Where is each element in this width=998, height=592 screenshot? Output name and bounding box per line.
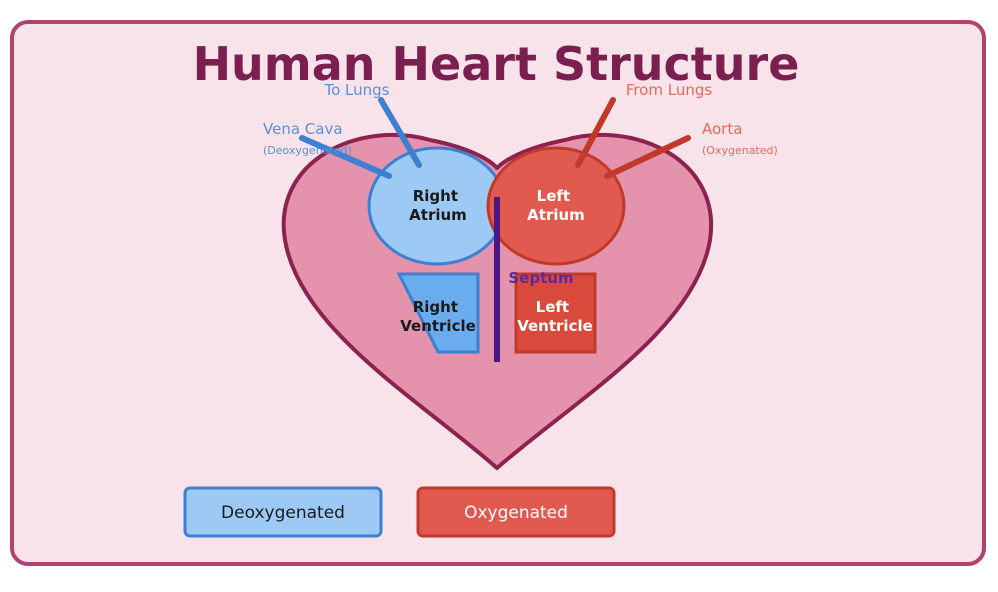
- left-atrium-label-line2: Atrium: [527, 206, 585, 224]
- vena-cava-sublabel: (Deoxygenated): [263, 144, 352, 157]
- to-lungs-label: To Lungs: [323, 81, 389, 99]
- right-ventricle-label: Right Ventricle: [400, 298, 476, 335]
- from-lungs-vessel: [575, 97, 616, 168]
- right-ventricle-label-line2: Ventricle: [400, 317, 476, 335]
- left-atrium: [486, 146, 626, 266]
- page-title: Human Heart Structure: [193, 37, 800, 91]
- left-ventricle-label-line1: Left: [536, 298, 569, 316]
- right-atrium-label-line2: Atrium: [409, 206, 467, 224]
- right-atrium-label-line1: Right: [413, 187, 458, 205]
- from-lungs-label: From Lungs: [626, 81, 713, 99]
- to-lungs-vessel: [378, 97, 422, 168]
- vena-cava-vessel: [299, 135, 392, 179]
- legend-deoxygenated-box: [183, 486, 383, 538]
- vena-cava-label: Vena Cava: [263, 120, 343, 138]
- legend-deoxygenated-label: Deoxygenated: [221, 503, 345, 523]
- aorta-vessel: [604, 135, 691, 179]
- right-ventricle: [396, 272, 480, 354]
- right-atrium-label: Right Atrium: [409, 187, 467, 224]
- left-ventricle-label-line2: Ventricle: [517, 317, 593, 335]
- left-atrium-label: Left Atrium: [527, 187, 585, 224]
- left-ventricle-label: Left Ventricle: [517, 298, 593, 335]
- aorta-sublabel: (Oxygenated): [702, 144, 778, 157]
- aorta-label: Aorta: [702, 120, 742, 138]
- legend-oxygenated-box: [416, 486, 616, 538]
- left-atrium-label-line1: Left: [537, 187, 570, 205]
- right-ventricle-label-line1: Right: [413, 298, 458, 316]
- left-ventricle: [514, 272, 597, 354]
- legend: Deoxygenated Oxygenated: [183, 486, 616, 538]
- septum-label: Septum: [508, 269, 573, 287]
- legend-oxygenated-label: Oxygenated: [464, 503, 568, 523]
